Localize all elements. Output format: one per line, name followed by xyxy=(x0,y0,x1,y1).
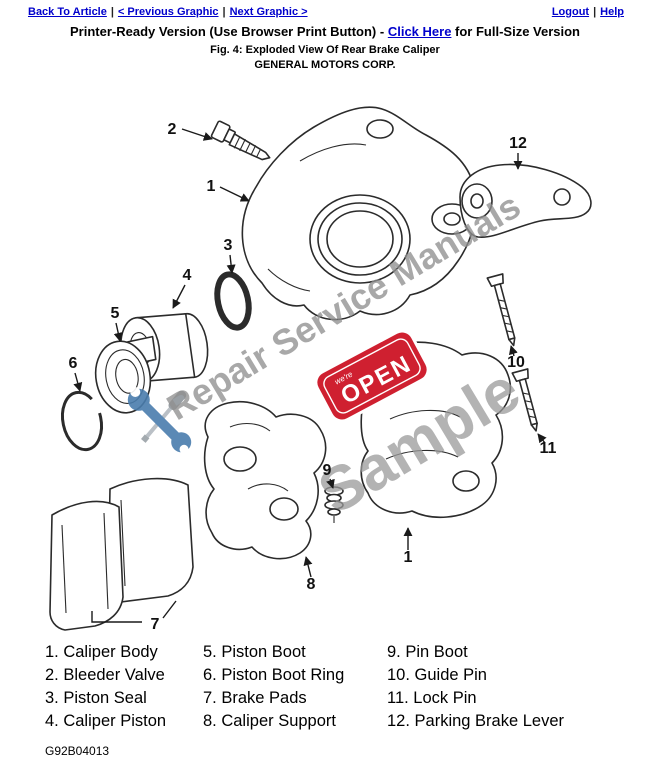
logout-link[interactable]: Logout xyxy=(551,6,590,18)
leader-8 xyxy=(303,556,313,578)
legend-column-2: 5. Piston Boot 6. Piston Boot Ring 7. Br… xyxy=(203,642,387,732)
back-to-article-link[interactable]: Back To Article xyxy=(28,6,107,18)
brake-pads-shape xyxy=(49,477,194,631)
parking-brake-lever-shape xyxy=(459,163,592,238)
caliper-body-shape xyxy=(241,106,477,321)
callout-label-6: 6 xyxy=(69,355,78,372)
legend-item: 10. Guide Pin xyxy=(387,666,487,684)
guide-pin-shape xyxy=(486,273,516,347)
leader-3 xyxy=(226,254,236,274)
caliper-support-shape xyxy=(203,401,327,560)
pin-boot-shape xyxy=(324,486,344,523)
legend-item: 6. Piston Boot Ring xyxy=(203,666,345,684)
legend-item: 9. Pin Boot xyxy=(387,643,468,661)
nav-right-group: Logout|Help xyxy=(552,6,624,18)
leader-4 xyxy=(172,284,186,309)
callout-label-7: 7 xyxy=(151,616,160,633)
piston-seal-shape xyxy=(214,271,252,331)
page-title: Printer-Ready Version (Use Browser Print… xyxy=(0,24,650,39)
manufacturer-label: GENERAL MOTORS CORP. xyxy=(254,59,396,71)
title-prefix: Printer-Ready Version (Use Browser Print… xyxy=(69,24,388,39)
callout-label-9: 9 xyxy=(323,462,332,479)
callout-label-1-bottom: 1 xyxy=(404,549,413,566)
leader-11 xyxy=(537,433,547,444)
leader-9 xyxy=(326,478,335,489)
callout-label-5: 5 xyxy=(111,305,120,322)
callout-label-3: 3 xyxy=(224,237,233,254)
open-sign: we're OPEN xyxy=(314,329,430,423)
leader-7a xyxy=(91,611,142,623)
nav-separator: | xyxy=(110,6,114,18)
next-graphic-link[interactable]: Next Graphic > xyxy=(229,6,308,18)
leader-10 xyxy=(508,345,518,357)
legend-item: 12. Parking Brake Lever xyxy=(387,712,565,730)
callout-label-2: 2 xyxy=(168,121,177,138)
lock-pin-shape xyxy=(511,368,538,432)
leader-6 xyxy=(73,372,83,392)
leader-lines xyxy=(73,128,547,623)
top-navbar: Back To Article|< Previous Graphic|Next … xyxy=(0,0,650,20)
tools-logo-icon xyxy=(127,387,192,454)
legend-item: 3. Piston Seal xyxy=(45,689,147,707)
title-suffix: for Full-Size Version xyxy=(451,24,580,39)
help-link[interactable]: Help xyxy=(600,6,624,18)
exploded-diagram: we're OPEN Repair Service Manuals Sample… xyxy=(49,106,592,633)
parts-legend: 1. Caliper Body 2. Bleeder Valve 3. Pist… xyxy=(0,642,650,732)
full-size-version-link[interactable]: Click Here xyxy=(387,24,452,39)
piston-boot-ring-shape xyxy=(60,390,104,452)
nav-left-group: Back To Article|< Previous Graphic|Next … xyxy=(28,6,308,18)
legend-item: 11. Lock Pin xyxy=(387,689,477,707)
leader-2 xyxy=(181,128,213,141)
bleeder-valve-shape xyxy=(210,120,271,161)
legend-item: 5. Piston Boot xyxy=(203,643,306,661)
callout-label-10: 10 xyxy=(507,354,525,371)
leader-5 xyxy=(113,322,123,342)
leader-7b xyxy=(162,600,177,619)
callout-label-4: 4 xyxy=(183,267,192,284)
figure-id: G92B04013 xyxy=(45,744,110,758)
legend-item: 4. Caliper Piston xyxy=(45,712,167,730)
nav-separator: | xyxy=(222,6,226,18)
legend-column-1: 1. Caliper Body 2. Bleeder Valve 3. Pist… xyxy=(45,642,203,732)
legend-item: 8. Caliper Support xyxy=(203,712,336,730)
callout-labels: 2 1 12 3 4 5 6 7 8 9 10 11 1 xyxy=(69,121,557,633)
legend-item: 2. Bleeder Valve xyxy=(45,666,165,684)
callout-label-1-top: 1 xyxy=(207,178,216,195)
leader-1-top xyxy=(219,186,250,202)
figure-caption: Fig. 4: Exploded View Of Rear Brake Cali… xyxy=(210,44,440,56)
callout-label-8: 8 xyxy=(307,576,316,593)
wrench-icon xyxy=(127,387,192,454)
callout-label-12: 12 xyxy=(509,135,527,152)
previous-graphic-link[interactable]: < Previous Graphic xyxy=(117,6,219,18)
legend-column-3: 9. Pin Boot 10. Guide Pin 11. Lock Pin 1… xyxy=(387,642,564,732)
legend-item: 7. Brake Pads xyxy=(203,689,307,707)
legend-item: 1. Caliper Body xyxy=(45,643,158,661)
callout-label-11: 11 xyxy=(540,440,557,457)
nav-separator: | xyxy=(593,6,597,18)
